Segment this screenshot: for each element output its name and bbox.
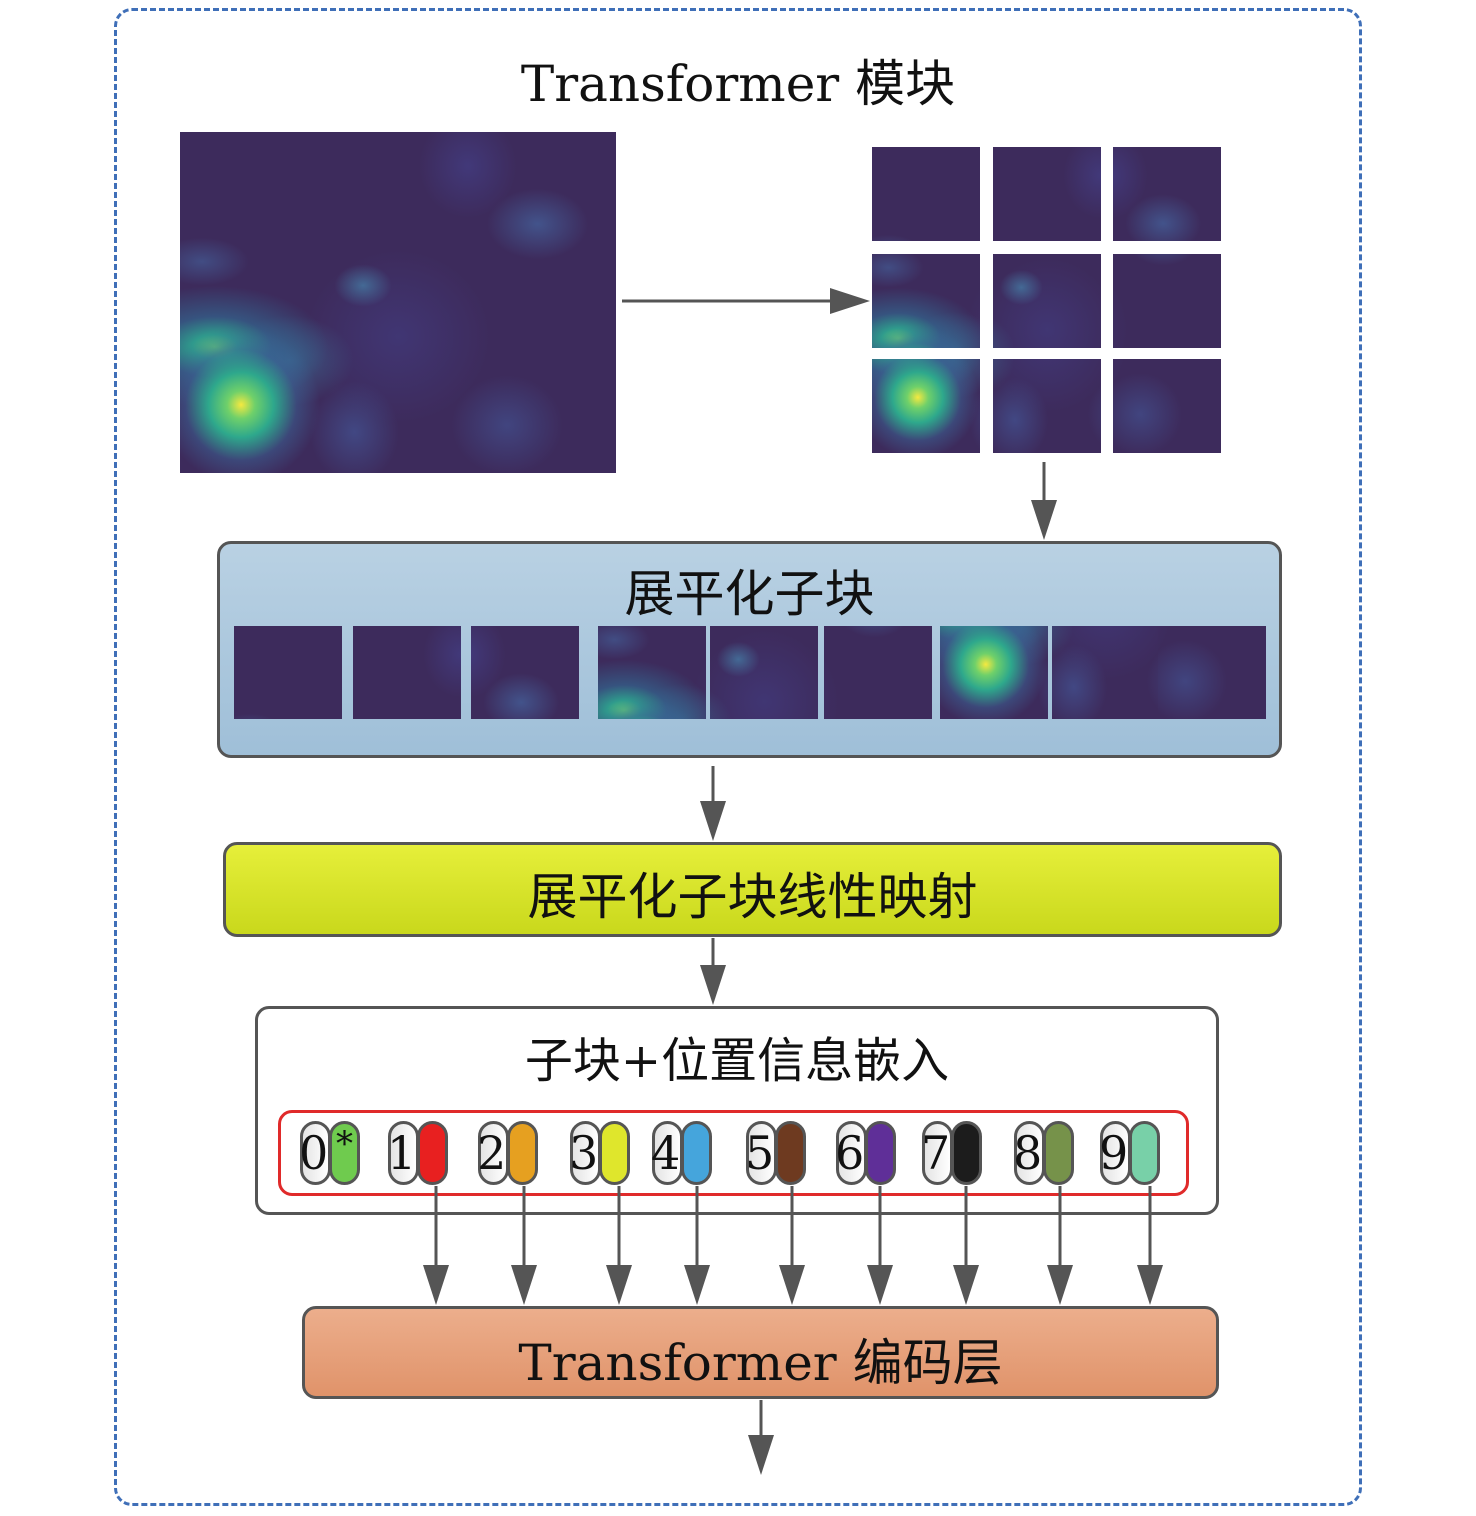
- flattened-patch: [824, 626, 932, 719]
- arrowhead-icon: [684, 1265, 710, 1305]
- flattened-patch: [940, 626, 1048, 719]
- position-index-pill: 8: [1013, 1121, 1045, 1185]
- arrowhead-icon: [1047, 1265, 1073, 1305]
- position-index-pill: 2: [477, 1121, 509, 1185]
- linear-projection-title: 展平化子块线性映射: [527, 868, 978, 926]
- patch-embedding-pill: [1129, 1121, 1160, 1185]
- image-patch: [993, 254, 1101, 348]
- patch-embedding-pill: [507, 1121, 538, 1185]
- image-patch: [872, 359, 980, 453]
- arrowhead-icon: [953, 1265, 979, 1305]
- arrowhead-icon: [700, 801, 726, 841]
- flattened-patch: [234, 626, 342, 719]
- image-patch: [993, 359, 1101, 453]
- arrowhead-icon: [779, 1265, 805, 1305]
- patch-embedding-pill: [1043, 1121, 1074, 1185]
- position-index-pill: 4: [651, 1121, 683, 1185]
- module-title: Transformer 模块: [520, 55, 956, 113]
- image-patch: [1113, 254, 1221, 348]
- patch-embedding-pill: *: [329, 1121, 360, 1185]
- flattened-patch: [471, 626, 579, 719]
- patch-embedding-pill: [865, 1121, 896, 1185]
- transformer-encoder-block: Transformer 编码层: [302, 1306, 1219, 1399]
- image-patch: [872, 254, 980, 348]
- arrowhead-icon: [606, 1265, 632, 1305]
- patch-embedding-pill: [681, 1121, 712, 1185]
- input-feature-map: [180, 132, 616, 473]
- image-patch: [1113, 359, 1221, 453]
- arrowhead-icon: [1031, 500, 1057, 540]
- arrowhead-icon: [830, 288, 870, 314]
- flattened-patch: [353, 626, 461, 719]
- patch-embedding-pill: [417, 1121, 448, 1185]
- flattened-patch: [1052, 626, 1160, 719]
- token-sequence: [278, 1110, 1189, 1196]
- position-index-pill: 0: [299, 1121, 331, 1185]
- arrowhead-icon: [700, 965, 726, 1005]
- flattened-patch: [598, 626, 706, 719]
- position-embedding-title: 子块+位置信息嵌入: [524, 1033, 950, 1089]
- image-patch: [872, 147, 980, 241]
- arrowhead-icon: [867, 1265, 893, 1305]
- transformer-encoder-title: Transformer 编码层: [518, 1334, 1003, 1392]
- linear-projection-block: 展平化子块线性映射: [223, 842, 1282, 937]
- arrowhead-icon: [423, 1265, 449, 1305]
- arrowhead-icon: [511, 1265, 537, 1305]
- arrowhead-icon: [748, 1435, 774, 1475]
- patch-embedding-pill: [775, 1121, 806, 1185]
- image-patch: [1113, 147, 1221, 241]
- patch-embedding-pill: [599, 1121, 630, 1185]
- patch-embedding-pill: [951, 1121, 982, 1185]
- flattened-patch: [710, 626, 818, 719]
- image-patch: [993, 147, 1101, 241]
- flattened-patch: [1158, 626, 1266, 719]
- module-frame: [114, 8, 1362, 1506]
- flatten-patches-title: 展平化子块: [624, 565, 875, 623]
- arrowhead-icon: [1137, 1265, 1163, 1305]
